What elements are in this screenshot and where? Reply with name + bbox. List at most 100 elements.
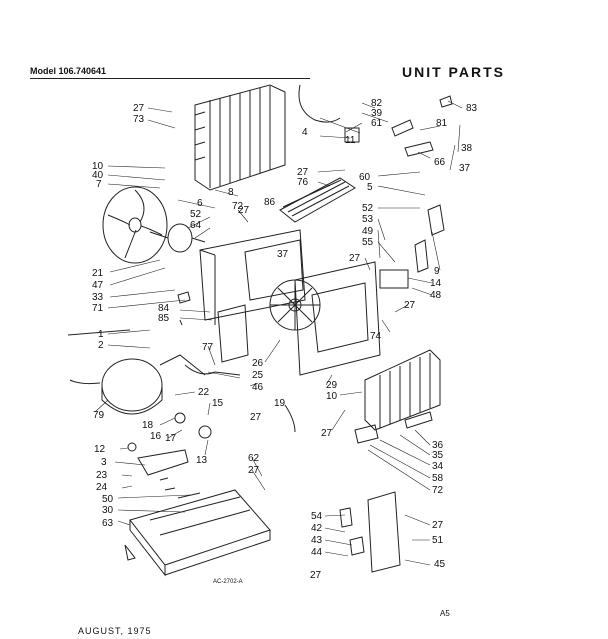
callout-number: 48 xyxy=(430,290,442,301)
callout-number: 39 xyxy=(371,108,383,119)
callout-number: 21 xyxy=(92,268,104,279)
drawing-code: AC-2702-A xyxy=(213,579,243,585)
callout-number: 8 xyxy=(228,187,234,198)
callout-number: 43 xyxy=(311,535,323,546)
base-pan xyxy=(129,489,271,577)
callout-number: 50 xyxy=(102,494,114,505)
callout-number: 6 xyxy=(197,198,203,209)
callout-number: 76 xyxy=(297,177,309,188)
callout-number: 64 xyxy=(190,220,202,231)
header-rule xyxy=(30,78,310,79)
model-number: Model 106.740641 xyxy=(30,66,107,76)
blower-scroll xyxy=(294,261,381,376)
callout-number: 10 xyxy=(326,391,338,402)
callout-number: 26 xyxy=(252,358,264,369)
callout-number: 47 xyxy=(92,280,104,291)
callout-number: 52 xyxy=(362,203,374,214)
callout-number: 72 xyxy=(432,485,444,496)
callout-number: 81 xyxy=(436,118,448,129)
callout-number: 36 xyxy=(432,440,444,451)
callout-number: 13 xyxy=(196,455,208,466)
callout-number: 54 xyxy=(311,511,323,522)
callout-number: 84 xyxy=(158,303,170,314)
callout-number: 4 xyxy=(302,127,308,138)
callout-number: 27 xyxy=(248,465,260,476)
callout-number: 23 xyxy=(96,470,108,481)
callout-number: 61 xyxy=(371,118,383,129)
fan-motor xyxy=(149,223,206,253)
callout-number: 72 xyxy=(232,201,244,212)
callout-number: 55 xyxy=(362,237,374,248)
callout-number: 10 xyxy=(92,161,104,172)
callout-number: 83 xyxy=(466,103,478,114)
callout-number: 27 xyxy=(432,520,444,531)
callout-number: 27 xyxy=(250,412,262,423)
callout-number: 60 xyxy=(359,172,371,183)
callout-number: 49 xyxy=(362,226,374,237)
callout-number: 27 xyxy=(321,428,333,439)
control-box xyxy=(339,491,401,573)
callout-number: 14 xyxy=(430,278,442,289)
callout-number: 58 xyxy=(432,473,444,484)
callout-number: 17 xyxy=(165,433,177,444)
leader-lines xyxy=(94,100,463,566)
callout-number: 86 xyxy=(264,197,276,208)
callout-number: 30 xyxy=(102,505,114,516)
callout-number: 53 xyxy=(362,214,374,225)
callout-number: 27 xyxy=(238,205,250,216)
callout-number: 66 xyxy=(434,157,446,168)
callout-number: 9 xyxy=(434,266,440,277)
callout-number: 52 xyxy=(190,209,202,220)
callout-number: 74 xyxy=(370,331,382,342)
callout-number: 33 xyxy=(92,292,104,303)
callout-number: 12 xyxy=(94,444,106,455)
callout-number: 27 xyxy=(349,253,361,264)
callout-number: 22 xyxy=(198,387,210,398)
fan-blade-left xyxy=(102,186,168,264)
callout-number: 1 xyxy=(98,329,104,340)
callout-number: 35 xyxy=(432,450,444,461)
callout-number: 79 xyxy=(93,410,105,421)
callout-number: 77 xyxy=(202,342,214,353)
callout-number: 2 xyxy=(98,340,104,351)
callout-number: 51 xyxy=(432,535,444,546)
callout-number: 25 xyxy=(252,370,264,381)
page-title: UNIT PARTS xyxy=(402,64,505,80)
callout-number: 16 xyxy=(150,431,162,442)
callout-number: 45 xyxy=(434,559,446,570)
callout-number: 85 xyxy=(158,313,170,324)
condenser-coil-top xyxy=(194,84,286,191)
callout-number: 37 xyxy=(459,163,471,174)
page-number: A5 xyxy=(440,609,450,618)
callout-number: 44 xyxy=(311,547,323,558)
callout-number: 42 xyxy=(311,523,323,534)
callout-number: 38 xyxy=(461,143,473,154)
compressor xyxy=(101,354,206,415)
callout-number: 27 xyxy=(133,103,145,114)
callout-number: 27 xyxy=(297,167,309,178)
callout-number: 82 xyxy=(371,98,383,109)
callout-number: 3 xyxy=(101,457,107,468)
callout-number: 18 xyxy=(142,420,154,431)
callout-number: 11 xyxy=(345,135,356,146)
callout-number: 29 xyxy=(326,380,338,391)
callout-number: 73 xyxy=(133,114,145,125)
evaporator-coil xyxy=(364,349,441,431)
callout-number: 63 xyxy=(102,518,114,529)
callout-number: 27 xyxy=(404,300,416,311)
callout-number: 19 xyxy=(274,398,286,409)
callout-number: 15 xyxy=(212,398,224,409)
partition-housing xyxy=(199,229,306,363)
publication-date: AUGUST, 1975 xyxy=(78,626,152,636)
top-grille xyxy=(279,177,356,223)
callout-number: 24 xyxy=(96,482,108,493)
callout-number: 27 xyxy=(310,570,322,581)
callout-number: 40 xyxy=(92,170,104,181)
small-parts xyxy=(67,84,453,561)
callout-number: 34 xyxy=(432,461,444,472)
callout-number: 46 xyxy=(252,382,264,393)
callout-number: 71 xyxy=(92,303,104,314)
